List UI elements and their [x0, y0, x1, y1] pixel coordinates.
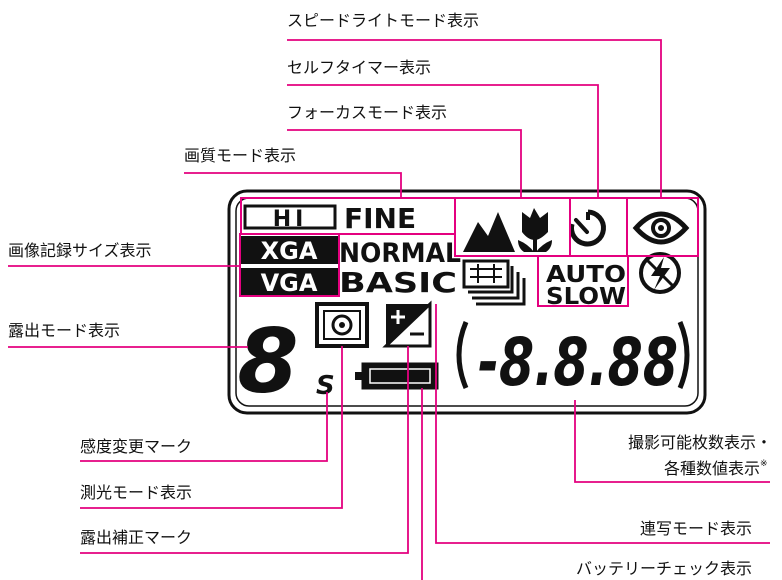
label-exposure-mode: 露出モード表示 [8, 321, 120, 340]
flash-cancel-icon [639, 252, 681, 294]
leader-lines [8, 39, 770, 580]
exposure-compensation-icon [382, 300, 432, 348]
exposure-mode-digit: 8 [237, 310, 298, 413]
size-vga-text: VGA [261, 269, 318, 297]
label-exposure-comp: 露出補正マーク [80, 528, 192, 547]
quality-normal-text: NORMAL [339, 238, 461, 269]
label-continuous-mode: 連写モード表示 [640, 519, 752, 538]
label-battery-check: バッテリーチェック表示 [576, 559, 752, 578]
sensitivity-mark: S [316, 371, 335, 401]
label-image-quality: 画質モード表示 [184, 146, 296, 165]
label-frames-remaining-1: 撮影可能枚数表示・ [628, 433, 772, 452]
quality-indicator: HI FINE NORMAL BASIC [243, 202, 461, 299]
label-sensitivity-change: 感度変更マーク [80, 437, 192, 456]
label-frames-remaining-note: ※ [760, 459, 768, 469]
image-size-indicator: XGA VGA [240, 236, 339, 297]
battery-indicator-icon [355, 362, 439, 390]
label-self-timer: セルフタイマー表示 [287, 58, 431, 77]
landscape-mountain-icon [463, 212, 515, 252]
flash-auto-text: AUTO [546, 262, 626, 288]
label-focus-mode: フォーカスモード表示 [287, 103, 447, 122]
size-xga-text: XGA [261, 237, 318, 265]
label-image-size: 画像記録サイズ表示 [8, 241, 152, 260]
continuous-shooting-icon [462, 259, 526, 306]
frame-counter: -8.8.88 [456, 321, 690, 401]
quality-fine-text: FINE [344, 202, 416, 235]
macro-flower-icon [518, 208, 552, 252]
red-eye-reduction-icon [632, 211, 690, 245]
quality-basic-text: BASIC [339, 266, 457, 299]
label-frames-remaining-2-group: 各種数値表示 ※ [664, 459, 768, 478]
self-timer-icon [569, 209, 606, 247]
quality-hi-text: HI [273, 207, 308, 232]
frame-counter-text: -8.8.88 [478, 324, 678, 401]
metering-mode-icon [315, 302, 369, 348]
focus-mode-indicator [463, 208, 552, 252]
label-speedlight-mode: スピードライトモード表示 [287, 11, 479, 30]
label-metering-mode: 測光モード表示 [80, 483, 192, 502]
label-frames-remaining-2: 各種数値表示 [664, 459, 760, 478]
